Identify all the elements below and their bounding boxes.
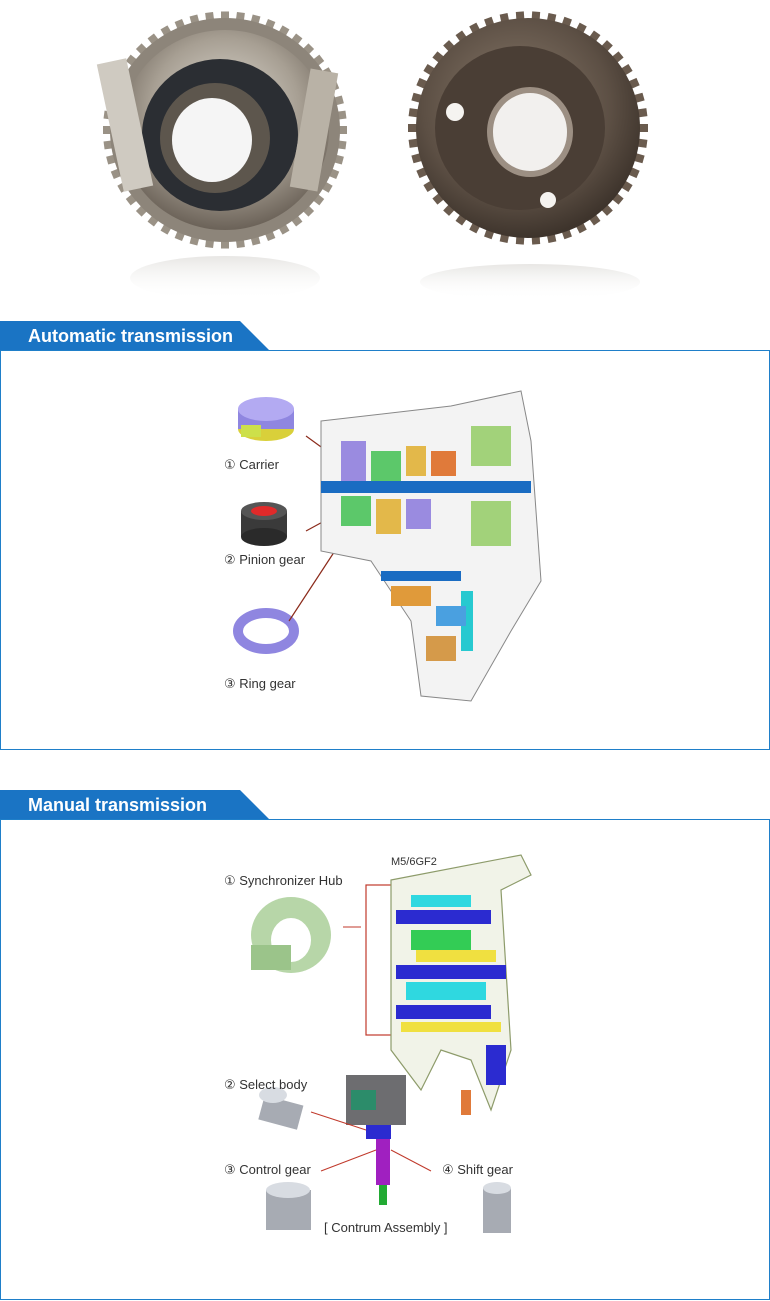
- manual-section-tab: Manual transmission: [0, 790, 270, 820]
- automatic-panel: ① Carrier ② Pinion gear ③ Ring gear: [0, 350, 770, 750]
- synchronizer-hub-icon: [251, 897, 331, 973]
- select-body-icon: [258, 1087, 304, 1130]
- manual-section-title: Manual transmission: [28, 795, 208, 815]
- shift-gear-icon: [483, 1182, 511, 1233]
- gear-tooth: [221, 236, 229, 249]
- automatic-section-title: Automatic transmission: [28, 326, 234, 346]
- transmission-cross-section: [320, 390, 542, 702]
- manual-cross-section: [390, 854, 532, 1115]
- carrier-label: ① Carrier: [224, 457, 279, 472]
- synchronizer-hub-label: ① Synchronizer Hub: [224, 873, 343, 888]
- control-gear-icon: [266, 1182, 311, 1230]
- automatic-section-tab: Automatic transmission: [0, 321, 270, 351]
- pinion-gear-icon: [241, 502, 287, 546]
- manual-transmission-diagram: [251, 854, 532, 1233]
- model-label: M5/6GF2: [391, 856, 437, 868]
- control-gear-label: ③ Control gear: [224, 1162, 311, 1177]
- assembly-label: [ Contrum Assembly ]: [324, 1220, 448, 1235]
- select-body-label: ② Select body: [224, 1077, 308, 1092]
- synchronizer-hub-photo: [96, 11, 347, 300]
- manual-panel: M5/6GF2 ① Synchronizer Hub ② Select body…: [0, 819, 770, 1300]
- gear-tooth: [221, 11, 229, 24]
- ring-gear-label: ③ Ring gear: [224, 676, 296, 691]
- hero-gear-photos: [0, 0, 770, 300]
- pinion-gear-label: ② Pinion gear: [224, 552, 306, 567]
- gear-photo: [408, 11, 648, 300]
- shift-gear-label: ④ Shift gear: [442, 1162, 513, 1177]
- automatic-transmission-diagram: [233, 390, 542, 702]
- carrier-icon: [238, 397, 294, 441]
- ring-gear-icon: [233, 608, 299, 654]
- control-assembly: [346, 1075, 406, 1205]
